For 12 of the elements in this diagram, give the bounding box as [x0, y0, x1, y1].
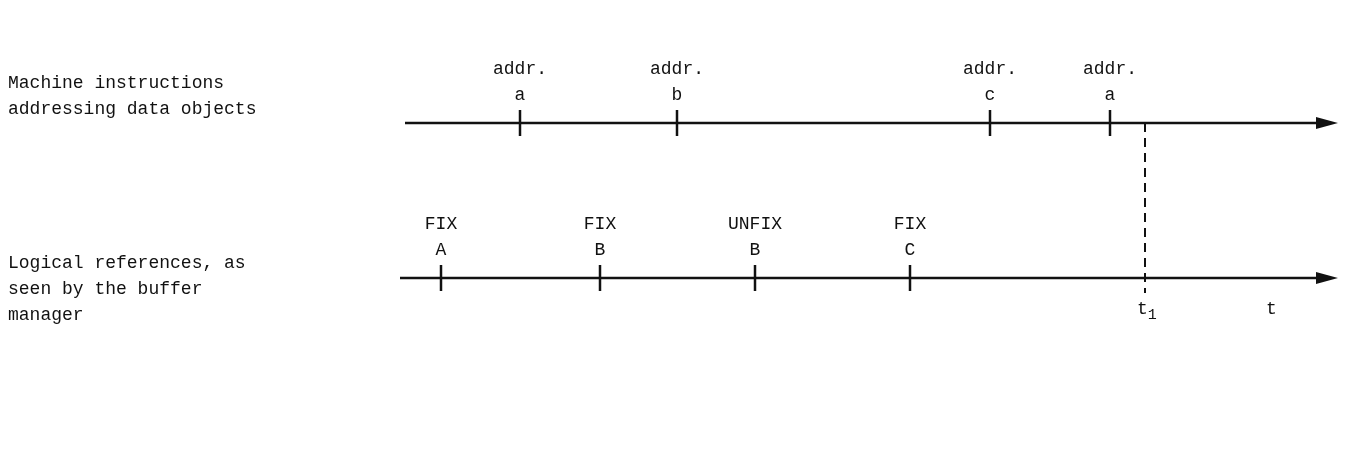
- tick-label: addr. b: [650, 58, 704, 107]
- tick-label: addr. a: [493, 58, 547, 107]
- tick-label: FIX C: [893, 213, 927, 262]
- tick-label: addr. c: [963, 58, 1017, 107]
- time-label: t$_{1}$: [1137, 298, 1157, 326]
- axis-label: Logical references, as seen by the buffer manager: [8, 252, 246, 327]
- tick-label: FIX B: [583, 213, 617, 262]
- tick-label: FIX A: [424, 213, 458, 262]
- axis-unit-label: t: [1266, 298, 1277, 321]
- axis-label: Machine instructions addressing data objects: [8, 72, 257, 121]
- tick-label: addr. a: [1083, 58, 1137, 107]
- tick-label: UNFIX B: [728, 213, 782, 262]
